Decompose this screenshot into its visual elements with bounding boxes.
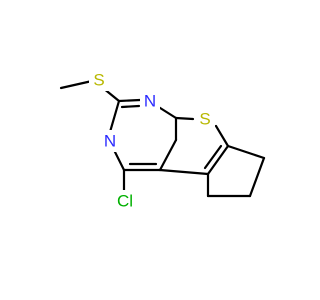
atom-cl: Cl <box>117 192 133 211</box>
atom-n3: N <box>104 132 116 151</box>
bond-c4b-c4a <box>158 168 210 176</box>
bond-c7a-ch2 <box>226 144 266 160</box>
bond-n1-c8a <box>155 104 178 120</box>
bond-c7a-c4b <box>206 144 230 176</box>
bond-s-c7a <box>214 124 230 148</box>
bond-methyl-s <box>59 79 94 90</box>
molecule-diagram: S N N S Cl <box>59 69 266 212</box>
bond-n3-c4 <box>112 148 126 172</box>
atom-n1: N <box>144 92 156 111</box>
atom-s-methylthio: S <box>93 71 104 90</box>
bond-ch2-ch2 <box>248 156 266 198</box>
structure-svg: S N N S Cl <box>59 69 266 212</box>
bond-c2-n3 <box>108 99 121 134</box>
bond-c8a-s-thio <box>174 116 195 121</box>
bond-group <box>59 79 266 198</box>
bond-c7a-c4b-double <box>203 144 223 170</box>
bond-c4a-c8a <box>158 138 178 172</box>
bond-c2-n1 <box>117 98 142 103</box>
bond-c2-n1-double <box>120 104 141 109</box>
atom-s-thiophene: S <box>199 110 210 129</box>
atom-label-group: S N N S Cl <box>89 69 215 212</box>
